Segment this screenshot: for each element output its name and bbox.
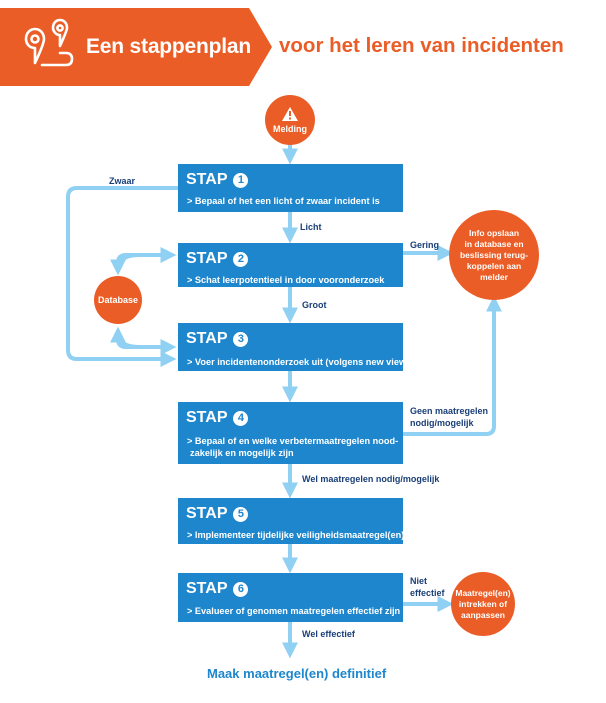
page-title: Een stappenplan [86, 35, 252, 58]
label-groot: Groot [302, 300, 327, 310]
step-5-heading: STAP [186, 505, 228, 522]
info-line-3: beslissing terug- [459, 249, 528, 260]
step-2-number: 2 [233, 251, 249, 267]
step-4-text-line-1: > Bepaal of en welke verbetermaatregelen… [187, 436, 399, 446]
final-step: Maak maatregel(en) definitief [207, 666, 387, 681]
warning-icon [282, 106, 298, 121]
adjust-line-3: aanpassen [461, 609, 505, 620]
arrow-geen [403, 295, 502, 436]
info-line-5: melder [480, 271, 508, 282]
arrow-stap3-database [110, 326, 141, 349]
database-node: Database [94, 276, 142, 324]
melding-label: Melding [273, 123, 307, 134]
label-geen-line-1: Geen maatregelen [410, 406, 489, 416]
adjust-node: Maatregel(en) intrekken of aanpassen [451, 572, 515, 636]
step-4-heading: STAP [186, 409, 228, 426]
database-label: Database [97, 295, 139, 305]
step-3-box: STAP 3 > Voer incidentenonderzoek uit (vo… [178, 323, 409, 371]
step-3-heading: STAP [186, 330, 228, 347]
step-3-text: > Voer incidentenonderzoek uit (volgens … [187, 357, 410, 367]
step-5-text: > Implementeer tijdelijke veiligheidsmaa… [187, 530, 405, 540]
adjust-line-1: Maatregel(en) [455, 587, 511, 598]
step-1-heading: STAP [186, 171, 228, 188]
label-niet-line-2: effectief [410, 588, 445, 598]
step-2-text: > Schat leerpotentieel in door vooronder… [187, 275, 385, 285]
adjust-line-2: intrekken of [458, 598, 508, 609]
info-node: Info opslaan in database en beslissing t… [449, 210, 539, 300]
label-gering: Gering [410, 240, 440, 250]
info-line-2: in database en [464, 238, 524, 249]
step-3-number: 3 [233, 331, 249, 347]
step-4-number: 4 [233, 410, 249, 426]
label-geen-line-2: nodig/mogelijk [410, 418, 474, 428]
melding-node: Melding [265, 95, 315, 145]
page-subtitle: voor het leren van incidenten [279, 34, 564, 57]
step-4-box: STAP 4 > Bepaal of en welke verbetermaatr… [178, 402, 403, 464]
step-6-heading: STAP [186, 580, 228, 597]
label-niet-line-1: Niet [410, 576, 428, 586]
label-wel-maatregelen: Wel maatregelen nodig/mogelijk [302, 474, 440, 484]
step-6-text: > Evalueer of genomen maatregelen effect… [187, 606, 401, 616]
step-5-box: STAP 5 > Implementeer tijdelijke veilighe… [178, 498, 405, 544]
step-2-heading: STAP [186, 250, 228, 267]
info-line-1: Info opslaan [468, 227, 520, 238]
step-1-text: > Bepaal of het een licht of zwaar incid… [187, 196, 380, 206]
step-1-number: 1 [233, 172, 249, 188]
step-6-box: STAP 6 > Evalueer of genomen maatregelen … [178, 573, 403, 622]
step-1-box: STAP 1 > Bepaal of het een licht of zwaar… [178, 164, 403, 212]
step-5-number: 5 [233, 506, 249, 522]
label-wel-effectief: Wel effectief [302, 629, 355, 639]
label-zwaar: Zwaar [109, 176, 136, 186]
info-line-4: koppelen aan [466, 260, 522, 271]
step-4-text-line-2: zakelijk en mogelijk zijn [190, 448, 294, 458]
arrow-zwaar [66, 186, 178, 367]
step-6-number: 6 [233, 581, 249, 597]
arrow-stap2-database [110, 253, 141, 276]
step-2-box: STAP 2 > Schat leerpotentieel in door voo… [178, 243, 403, 287]
route-pin-icon [24, 18, 74, 67]
label-licht: Licht [300, 222, 322, 232]
header-banner: Een stappenplan [0, 8, 272, 86]
